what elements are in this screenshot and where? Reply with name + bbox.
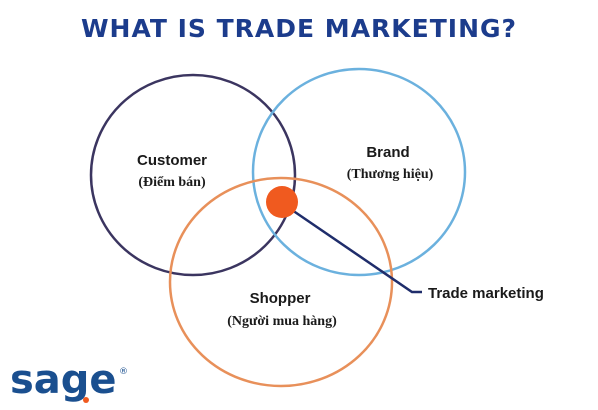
page-title: WHAT IS TRADE MARKETING? xyxy=(80,14,518,43)
customer-label: Customer xyxy=(137,152,207,169)
trade-marketing-label: Trade marketing xyxy=(428,285,544,302)
logo-text: sage xyxy=(10,357,117,403)
intersection-dot xyxy=(266,186,298,218)
brand-label: Brand xyxy=(366,144,409,161)
brand-sublabel: (Thương hiệu) xyxy=(347,167,434,182)
customer-circle xyxy=(89,73,297,277)
shopper-sublabel: (Người mua hàng) xyxy=(227,314,337,329)
logo-accent-dot xyxy=(83,397,89,403)
brand-circle xyxy=(251,67,467,277)
shopper-label: Shopper xyxy=(250,290,311,307)
sage-logo: sage ® xyxy=(10,357,128,403)
callout-line xyxy=(291,208,422,294)
logo-registered-mark: ® xyxy=(119,367,128,377)
shopper-circle xyxy=(168,176,394,388)
customer-sublabel: (Điểm bán) xyxy=(138,175,206,190)
